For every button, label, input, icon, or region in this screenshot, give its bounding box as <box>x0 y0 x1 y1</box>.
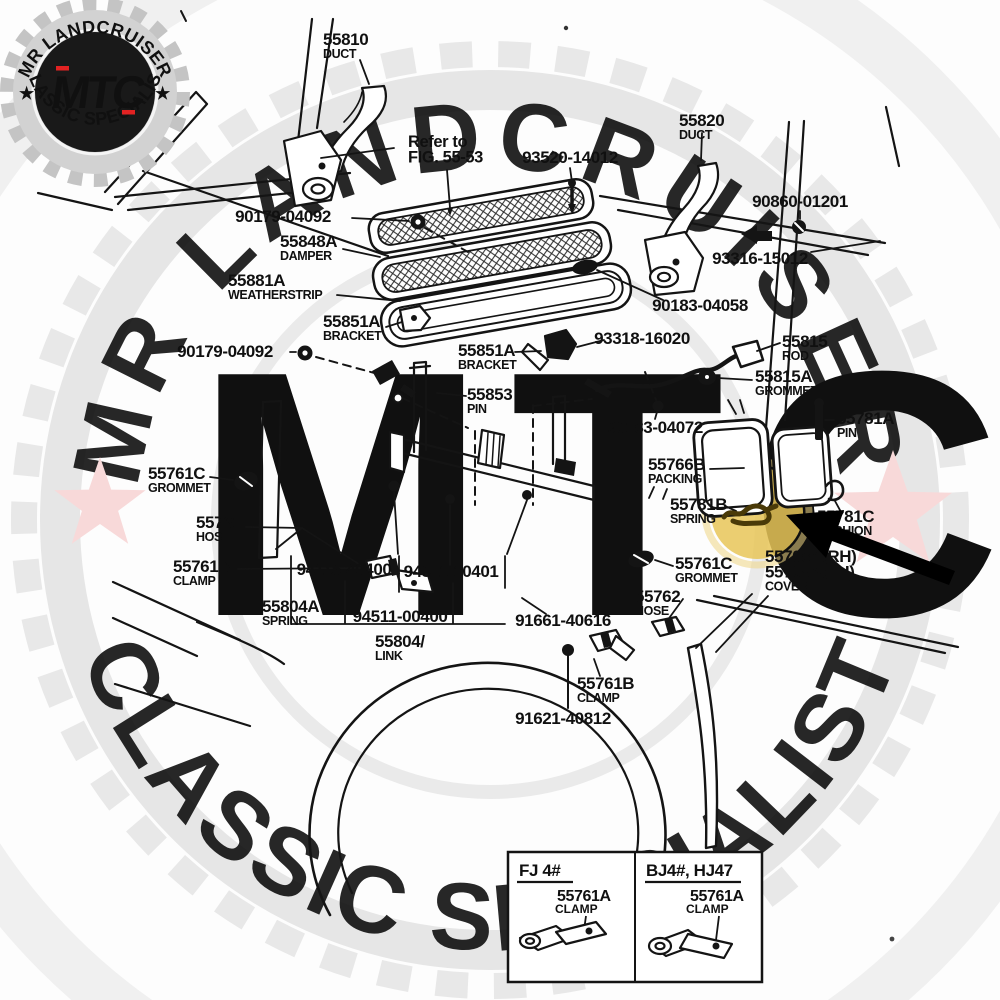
watermark-gear-ring <box>40 70 940 970</box>
badge-inner-circle <box>35 32 155 152</box>
table-part-type-right: CLAMP <box>686 902 729 916</box>
table-clamp-drawings <box>518 915 734 960</box>
badge-gear-teeth <box>0 0 190 187</box>
table-part-left: 55761A <box>557 888 611 905</box>
badge-monogram-stripe-2 <box>122 110 135 115</box>
duct-55810-drawing <box>282 84 387 208</box>
badge-monogram-stripe-1 <box>56 66 69 71</box>
part-label-p90183-04058: 90183-04058 <box>652 296 748 315</box>
part-label-link-55804: 55804/LINK <box>375 632 425 663</box>
assembly-dashed-lines <box>315 227 657 506</box>
watermark-star-right <box>834 450 952 563</box>
badge-star-right-icon: ★ <box>155 84 171 103</box>
part-label-p94115-40400: 94115-40400 <box>297 560 392 579</box>
part-label-p93316-15012: 93316-15012 <box>712 249 808 268</box>
part-label-p94811-10401: 94811-10401 <box>404 562 499 581</box>
leader-lines <box>209 59 881 677</box>
cowl-frame-drawing <box>388 360 596 566</box>
table-header-bj-hj: BJ4#, HJ47 <box>646 861 733 880</box>
hose-55761-drawing <box>245 399 363 567</box>
mudflap-drawing <box>650 615 719 850</box>
table-part-type-left: CLAMP <box>555 902 598 916</box>
part-label-p94511-00400: 94511-00400 <box>353 607 448 626</box>
brand-badge: MR LANDCRUISER CLASSIC SPECIALIST ★ ★ MT… <box>0 0 190 187</box>
vehicle-body-lines <box>36 17 960 728</box>
part-label-p90179-04092-a: 90179-04092 <box>235 207 331 226</box>
part-label-p90179-04092-b: 90179-04092 <box>177 342 273 361</box>
clamp-55761B-bottom-drawing <box>588 628 636 662</box>
part-label-p93520-14012: 93520-14012 <box>522 148 618 167</box>
bracket-55851A-2-drawing <box>520 328 578 372</box>
stray-marks <box>180 10 895 942</box>
part-label-cover-55708A: 55708A(RH)55709A(LH)COVER <box>765 547 856 594</box>
watermark-star-left <box>54 457 146 544</box>
wheel-arch-drawing <box>308 661 667 917</box>
table-header-fj: FJ 4# <box>519 861 561 880</box>
part-label-p93318-16020: 93318-16020 <box>594 329 690 348</box>
part-label-p90183-04072: 90183-04072 <box>607 418 703 437</box>
clamp-55761B-left-drawing <box>364 554 435 594</box>
spring-55781B-drawing <box>721 503 779 526</box>
pin-55853-drawing <box>372 360 612 404</box>
fasteners <box>234 179 845 709</box>
bracket-55851A-1-drawing <box>398 304 432 333</box>
part-label-p91621-40812: 91621-40812 <box>515 709 611 728</box>
damper-panel-55848A <box>371 221 613 301</box>
part-label-p90860-01201: 90860-01201 <box>752 192 848 211</box>
badge-star-left-icon: ★ <box>19 84 35 103</box>
rod-55815-drawing <box>594 339 765 393</box>
table-part-right: 55761A <box>690 888 744 905</box>
pointer-arrow <box>786 510 955 585</box>
variant-table: FJ 4# BJ4#, HJ47 55761A CLAMP 55761A CLA… <box>506 850 764 984</box>
callout-bracket-lines <box>290 555 506 625</box>
grommet-90183-04058 <box>572 259 598 275</box>
badge-white-ring <box>31 28 159 156</box>
duct-55820-drawing <box>643 161 720 297</box>
watermark-gear-teeth <box>11 41 969 999</box>
badge-monogram: MTC <box>48 66 149 118</box>
part-label-p91661-40616: 91661-40616 <box>515 611 611 630</box>
